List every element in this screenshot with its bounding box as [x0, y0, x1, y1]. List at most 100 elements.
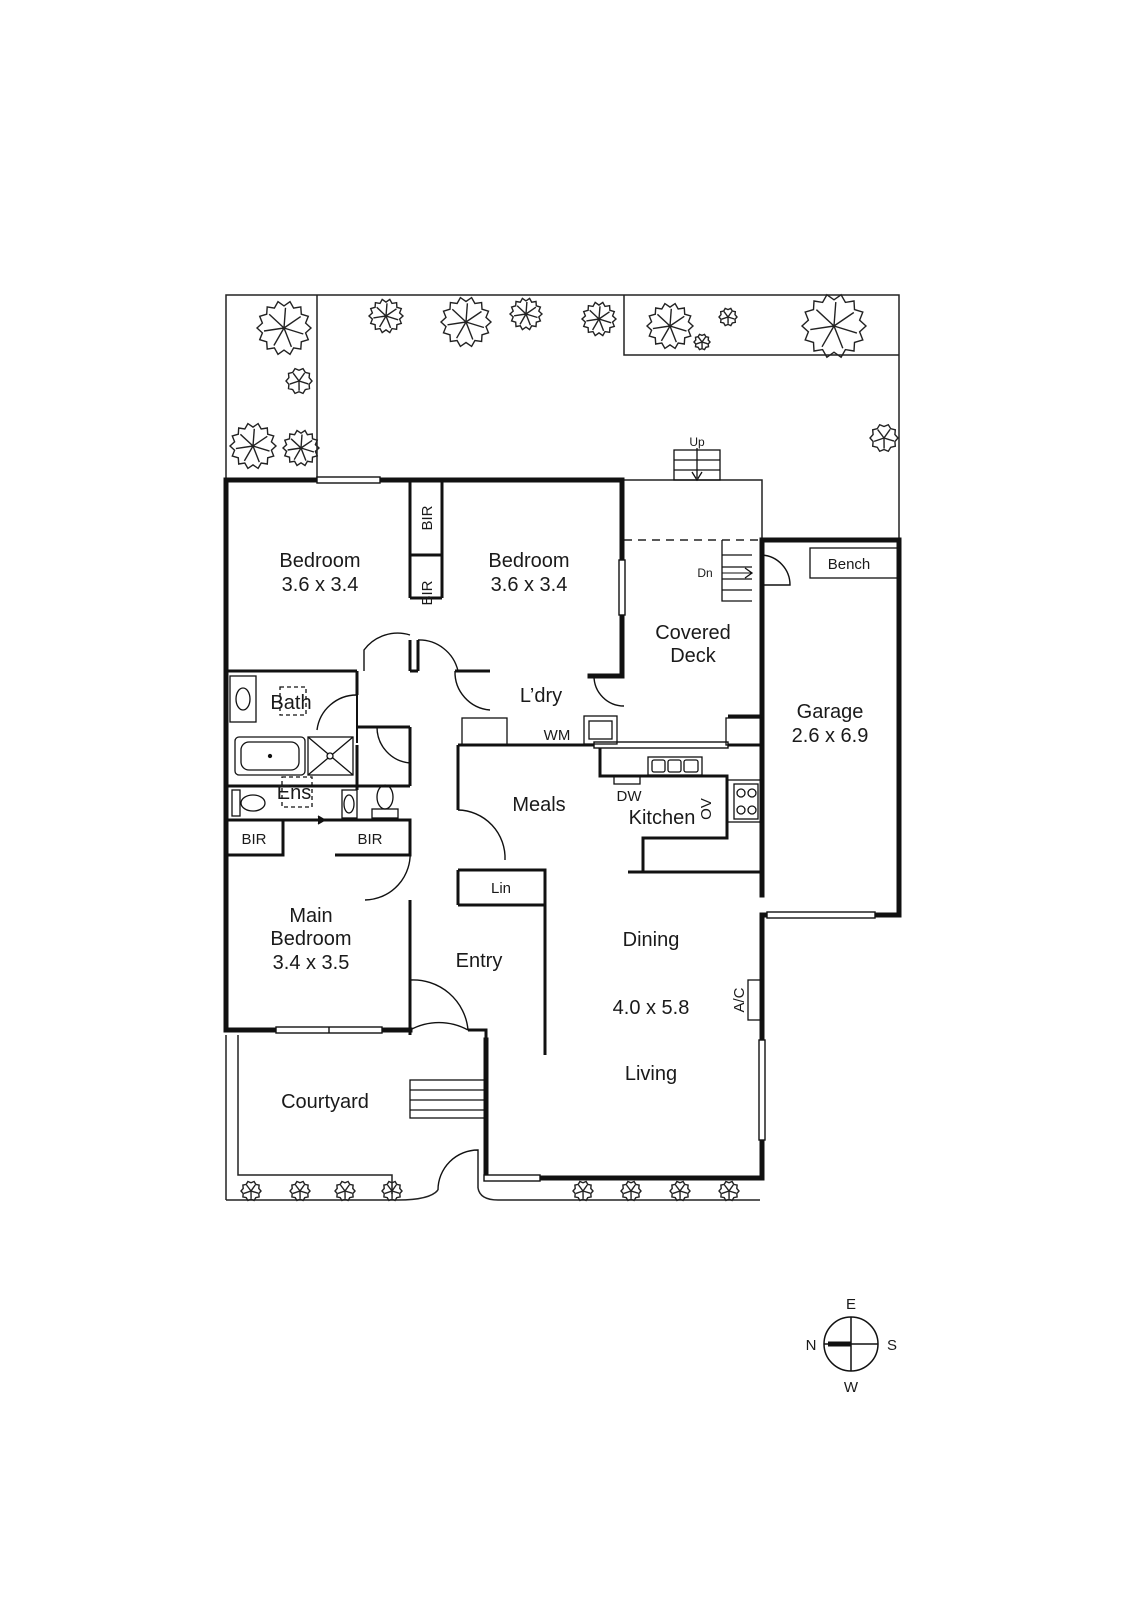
tree-canopy	[693, 333, 711, 351]
tree-branch	[598, 318, 605, 332]
tree-branch	[263, 327, 285, 332]
wm-label: WM	[544, 727, 571, 744]
tree-branch	[577, 1184, 584, 1192]
tree-branch	[273, 327, 285, 346]
tree-branch	[723, 311, 729, 318]
bir-label-1: BIR	[419, 505, 436, 530]
tree-branch	[513, 313, 527, 317]
tree-branch	[519, 313, 527, 325]
tree-branch	[625, 1184, 632, 1192]
fixture-labels: BIR BIR BIR BIR Bench WM DW OV Lin A/C U…	[241, 435, 870, 1013]
tree-branch	[385, 315, 399, 321]
tree-branch	[630, 1190, 639, 1194]
tree-branch	[589, 309, 600, 320]
courtyard-label: Courtyard	[281, 1091, 369, 1113]
tree-branch	[598, 318, 612, 324]
entry-label: Entry	[456, 950, 503, 972]
landscape-trees	[228, 293, 899, 1202]
tree-icon	[228, 422, 278, 470]
tree-canopy	[620, 1180, 642, 1202]
tree-branch	[674, 1184, 681, 1192]
tree-branch	[656, 313, 671, 327]
tree-branch	[465, 321, 474, 340]
tree-branch	[385, 308, 397, 317]
bedroom-b-size: 3.6 x 3.4	[491, 574, 568, 596]
tree-branch	[525, 313, 532, 326]
tree-branch	[516, 305, 527, 315]
tree-branch	[728, 1184, 734, 1192]
tree-branch	[669, 325, 687, 332]
tree-branch	[598, 306, 601, 320]
tree-branch	[598, 311, 610, 320]
lin-label: Lin	[491, 880, 511, 897]
tree-canopy	[285, 367, 313, 395]
windows	[275, 476, 876, 1182]
tree-icon	[718, 307, 738, 327]
tree-branch	[701, 341, 708, 345]
tree-icon	[439, 296, 493, 348]
laundry-label: L’dry	[520, 685, 562, 707]
tree-branch	[339, 1184, 346, 1192]
compass-south: S	[887, 1337, 897, 1354]
tree-branch	[696, 341, 703, 345]
tree-branch	[298, 372, 306, 382]
tree-branch	[833, 325, 844, 349]
tree-branch	[727, 311, 733, 318]
bedroom-a-name: Bedroom	[279, 550, 360, 572]
tree-icon	[800, 293, 868, 359]
tree-branch	[243, 1190, 252, 1195]
tree-branch	[465, 310, 482, 323]
tree-icon	[508, 297, 544, 331]
tree-branch	[821, 325, 835, 348]
tree-branch	[298, 380, 309, 385]
tree-branch	[292, 372, 300, 382]
tree-branch	[721, 1190, 730, 1195]
tree-canopy	[289, 1180, 311, 1202]
tree-canopy	[281, 429, 321, 467]
tree-branch	[877, 429, 885, 439]
tree-branch	[525, 313, 538, 319]
tree-branch	[373, 315, 387, 319]
bedroom-b-name: Bedroom	[488, 550, 569, 572]
tree-branch	[660, 325, 671, 342]
tree-branch	[833, 302, 837, 327]
tree-branch	[283, 307, 287, 329]
tree-branch	[582, 1184, 588, 1192]
tree-branch	[378, 315, 387, 328]
bir-label-2: BIR	[419, 580, 436, 605]
tree-branch	[252, 445, 270, 452]
covered-deck-line1: Covered	[655, 622, 731, 644]
tree-branch	[672, 1190, 681, 1195]
tree-branch	[245, 1184, 252, 1192]
fixtures	[229, 547, 900, 1021]
tree-icon	[334, 1180, 356, 1202]
tree-canopy	[669, 1180, 691, 1202]
tree-canopy	[580, 301, 618, 337]
tree-branch	[652, 325, 671, 330]
tree-branch	[287, 447, 302, 451]
tree-branch	[293, 447, 302, 461]
tree-branch	[252, 428, 255, 447]
tree-icon	[869, 423, 899, 453]
compass-north: N	[806, 1337, 817, 1354]
tree-canopy	[718, 307, 738, 327]
tree-icon	[381, 1180, 403, 1202]
tree-icon	[669, 1180, 691, 1202]
garage-name: Garage	[797, 701, 864, 723]
tree-branch	[292, 1190, 301, 1195]
tree-branch	[623, 1190, 632, 1195]
tree-branch	[299, 1184, 305, 1192]
tree-icon	[693, 333, 711, 351]
tree-icon	[289, 1180, 311, 1202]
tree-branch	[376, 306, 387, 317]
tree-branch	[447, 321, 467, 326]
compass-east: E	[846, 1296, 856, 1313]
stair-up-label: Up	[689, 435, 705, 449]
tree-icon	[281, 429, 321, 467]
stairs	[409, 448, 754, 1119]
tree-branch	[344, 1184, 350, 1192]
dining-label: Dining	[623, 929, 680, 951]
tree-branch	[723, 1184, 730, 1192]
tree-canopy	[228, 422, 278, 470]
